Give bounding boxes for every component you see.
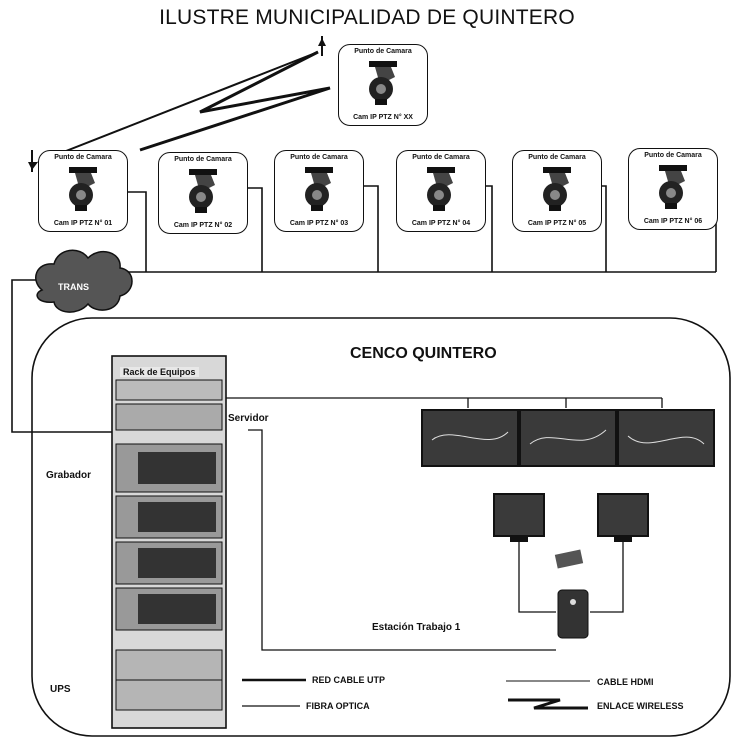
wireless-link: [139, 50, 331, 152]
camera-id-label: Cam IP PTZ N° 01: [53, 220, 113, 227]
ptz-camera-icon: [69, 167, 97, 211]
equipment-rack: [111, 355, 227, 729]
grabador-label: Grabador: [46, 470, 92, 481]
camera-id-label: Cam IP PTZ N° 06: [643, 218, 703, 225]
servidor-label: Servidor: [228, 413, 269, 424]
diagram-title: ILUSTRE MUNICIPALIDAD DE QUINTERO: [159, 6, 575, 29]
recorder-units: [115, 443, 223, 631]
camera-id-label: Cam IP PTZ N° XX: [353, 114, 413, 121]
ptz-camera-icon: [427, 167, 455, 211]
camera-id-label: Cam IP PTZ N° 04: [411, 220, 471, 227]
legend-wireless: ENLACE WIRELESS: [597, 701, 684, 711]
estacion-label: Estación Trabajo 1: [372, 622, 461, 633]
camera-point-label: Punto de Camara: [290, 154, 348, 161]
legend-utp: RED CABLE UTP: [312, 675, 386, 685]
camera-id-label: Cam IP PTZ N° 02: [173, 222, 233, 229]
camera-id-label: Cam IP PTZ N° 03: [289, 220, 349, 227]
wireless-link-2: [37, 51, 319, 163]
legend-hdmi: CABLE HDMI: [597, 677, 654, 687]
legend-lines: [242, 678, 590, 710]
antenna-icon-1: [318, 36, 326, 56]
cloud-label: TRANS: [58, 282, 89, 292]
legend-fibra: FIBRA OPTICA: [306, 701, 370, 711]
workstation-pc: [554, 549, 589, 639]
ptz-camera-icon: [189, 169, 217, 213]
cenco-title: CENCO QUINTERO: [350, 345, 497, 362]
video-wall: [421, 409, 715, 467]
cenco-region: [31, 317, 731, 737]
antenna-icon-2: [28, 150, 38, 172]
rack-label: Rack de Equipos: [120, 367, 199, 377]
camera-point-label: Punto de Camara: [174, 156, 232, 163]
camera-point-label: Punto de Camara: [354, 48, 412, 55]
transport-cloud: [35, 249, 133, 313]
ptz-camera-icon: [369, 61, 397, 105]
ptz-camera-icon: [305, 167, 333, 211]
camera-point-label: Punto de Camara: [54, 154, 112, 161]
ups-label: UPS: [50, 684, 71, 695]
camera-point-label: Punto de Camara: [412, 154, 470, 161]
workstation-monitors: [493, 493, 649, 542]
camera-id-label: Cam IP PTZ N° 05: [527, 220, 587, 227]
workstation-wiring: [518, 542, 624, 613]
server-wiring: [226, 397, 663, 651]
camera-point-label: Punto de Camara: [528, 154, 586, 161]
ptz-camera-icon: [659, 165, 687, 209]
camera-point-label: Punto de Camara: [644, 152, 702, 159]
ptz-camera-icon: [543, 167, 571, 211]
